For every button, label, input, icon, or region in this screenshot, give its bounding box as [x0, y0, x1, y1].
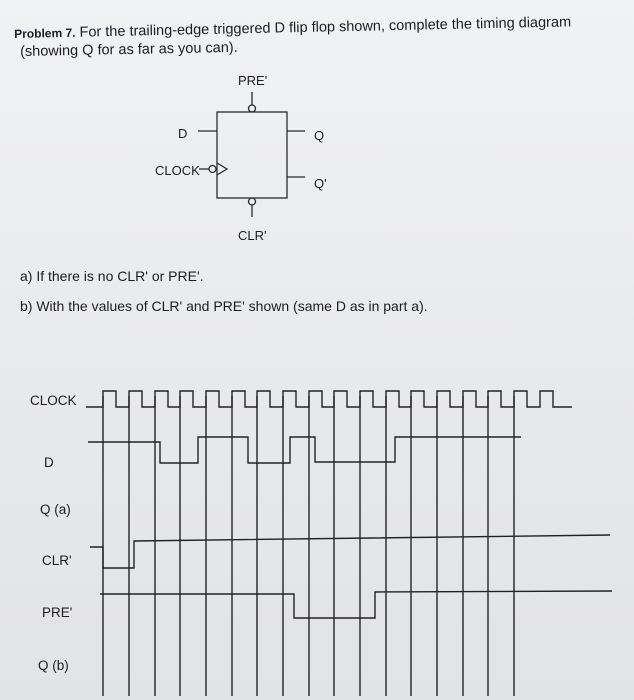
qbar-label: Q'	[314, 176, 327, 191]
clock-waveform	[86, 390, 572, 408]
clock-edge-triangle	[216, 162, 229, 176]
timing-label-clock: CLOCK	[30, 393, 77, 408]
pre-waveform	[100, 590, 613, 619]
part-a-text: a) If there is no CLR' or PRE'.	[20, 268, 204, 284]
vertical-grid-lines	[102, 396, 515, 696]
pre-label: PRE'	[238, 73, 268, 88]
d-label: D	[178, 126, 188, 141]
timing-label-qa: Q (a)	[40, 502, 71, 517]
clr-label: CLR'	[238, 228, 267, 243]
timing-label-qb: Q (b)	[38, 658, 69, 673]
clock-label: CLOCK	[155, 163, 200, 178]
timing-label-d: D	[44, 455, 54, 470]
pre-inversion-bubble	[247, 104, 257, 113]
timing-label-pre: PRE'	[42, 605, 73, 620]
clock-inversion-bubble	[208, 164, 217, 174]
part-b-text: b) With the values of CLR' and PRE' show…	[20, 298, 428, 314]
q-label: Q	[314, 128, 325, 143]
timing-label-clr: CLR'	[42, 553, 72, 568]
clr-waveform	[90, 534, 611, 569]
d-waveform	[88, 436, 521, 464]
